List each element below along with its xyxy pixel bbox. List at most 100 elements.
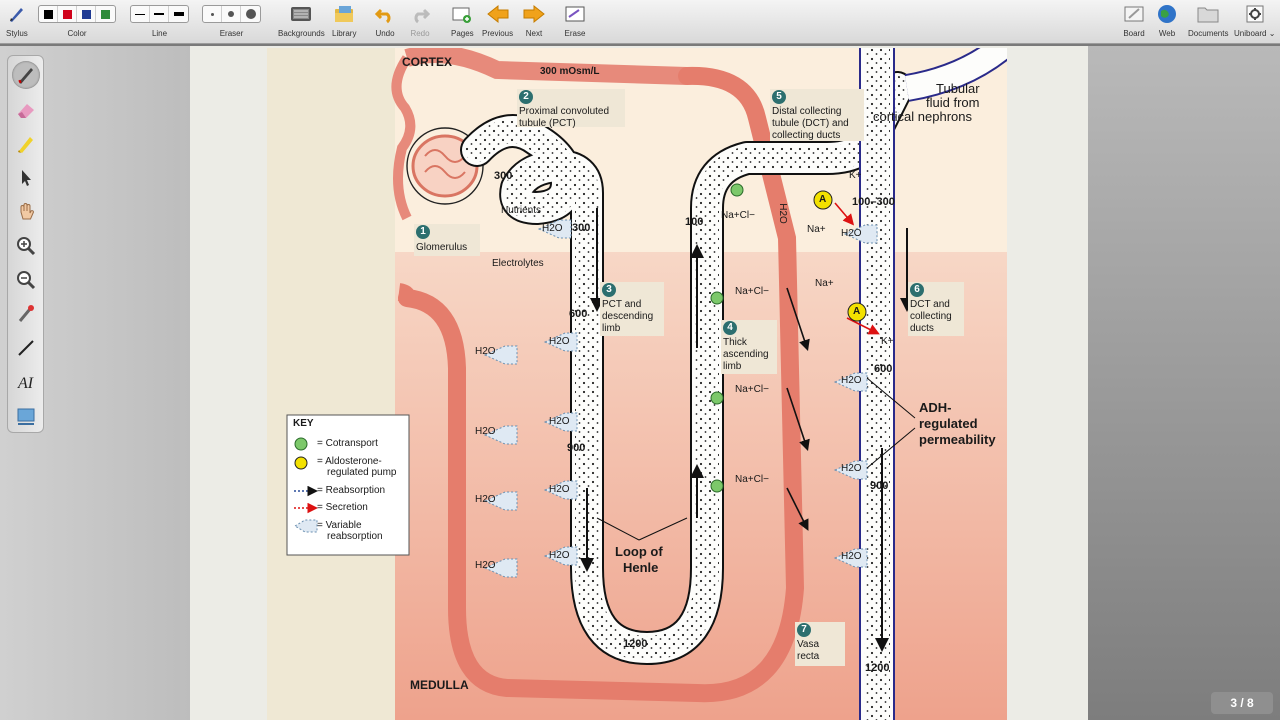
eraser-medium-option[interactable] <box>222 6 241 22</box>
adh-label-line1: ADH- <box>919 400 952 415</box>
color-green-swatch[interactable] <box>96 6 115 22</box>
step-1-label: 1 Glomerulus <box>414 224 480 256</box>
key-secretion: = Secretion <box>317 502 368 513</box>
highlighter-tool[interactable] <box>12 130 40 158</box>
h2o-dct-vertical: H2O <box>776 203 788 224</box>
board-label: Board <box>1123 29 1145 38</box>
osm-600-collecting: 600 <box>874 363 893 375</box>
undo-label: Undo <box>375 29 395 38</box>
undo-button[interactable]: Undo <box>375 2 395 38</box>
eraser-large-option[interactable] <box>241 6 260 22</box>
nacl-ascending-3: Na+Cl− <box>735 474 769 485</box>
tool-palette: AI <box>7 55 44 433</box>
line-label: Line <box>151 29 168 38</box>
step-6-label: 6 DCT and collecting ducts <box>908 282 964 336</box>
na-label-2: Na+ <box>815 278 834 289</box>
eraser-tool[interactable] <box>12 96 40 124</box>
library-icon <box>335 6 354 22</box>
next-button[interactable]: Next <box>522 2 546 38</box>
line-medium-option[interactable] <box>150 6 169 22</box>
step-2-number: 2 <box>519 90 533 104</box>
eraser-size-picker[interactable]: Eraser <box>202 2 261 38</box>
arrow-left-icon <box>486 4 509 24</box>
color-red-swatch[interactable] <box>58 6 77 22</box>
hand-icon <box>20 203 35 220</box>
erase-button[interactable]: Erase <box>564 2 586 38</box>
color-black-swatch[interactable] <box>39 6 58 22</box>
key-pump-line1: = Aldosterone- <box>317 456 382 467</box>
text-tool[interactable]: AI <box>12 368 40 396</box>
page-indicator: 3 / 8 <box>1211 692 1273 714</box>
board-button[interactable]: Board <box>1123 2 1145 38</box>
key-pump-line2: regulated pump <box>327 467 397 478</box>
laser-pointer-tool[interactable] <box>12 300 40 328</box>
uniboard-menu-button[interactable]: Uniboard ⌄ <box>1234 2 1275 38</box>
line-width-picker[interactable]: Line <box>130 2 189 38</box>
osm-900-collecting: 900 <box>870 480 889 492</box>
library-button[interactable]: Library <box>332 2 356 38</box>
osm-900-descending: 900 <box>567 442 586 454</box>
erase-page-icon <box>565 6 585 22</box>
stylus-icon <box>9 8 23 22</box>
stylus-button[interactable]: Stylus <box>6 2 28 38</box>
key-cotransport: = Cotransport <box>317 438 378 449</box>
zoom-in-tool[interactable] <box>12 232 40 260</box>
cortex-label: CORTEX <box>402 55 453 69</box>
documents-button[interactable]: Documents <box>1188 2 1228 38</box>
redo-label: Redo <box>410 29 430 38</box>
key-variable-line2: reabsorption <box>327 531 383 542</box>
h2o-limb-2: H2O <box>549 416 570 427</box>
osm-100-300-dct: 100–300 <box>852 196 895 208</box>
text-icon: AI <box>17 375 34 392</box>
tubular-fluid-line2: fluid from <box>926 95 980 110</box>
highlighter-icon <box>18 137 33 153</box>
zoom-in-icon <box>17 237 36 256</box>
screen-capture-icon <box>17 408 35 425</box>
nacl-ascending-2: Na+Cl− <box>735 384 769 395</box>
eraser-label: Eraser <box>219 29 244 38</box>
capture-tool[interactable] <box>12 402 40 430</box>
line-thick-option[interactable] <box>169 6 188 22</box>
erase-label: Erase <box>564 29 586 38</box>
pages-button[interactable]: Pages <box>451 2 474 38</box>
step-1-number: 1 <box>416 225 430 239</box>
loop-of-henle-line2: Henle <box>623 560 659 575</box>
eraser-small-option[interactable] <box>203 6 222 22</box>
h2o-duct-2: H2O <box>841 463 862 474</box>
board-background-right <box>1088 46 1280 720</box>
backgrounds-button[interactable]: Backgrounds <box>278 2 325 38</box>
line-thin-option[interactable] <box>131 6 150 22</box>
h2o-vasa-3: H2O <box>475 494 496 505</box>
pen-tool[interactable] <box>12 61 40 89</box>
previous-button[interactable]: Previous <box>482 2 513 38</box>
undo-icon <box>375 8 391 24</box>
web-label: Web <box>1158 29 1176 38</box>
line-tool[interactable] <box>12 334 40 362</box>
key-variable-line1: = Variable <box>317 520 362 531</box>
redo-button[interactable]: Redo <box>410 2 430 38</box>
documents-label: Documents <box>1188 29 1229 38</box>
zoom-out-tool[interactable] <box>12 266 40 294</box>
h2o-pct: H2O <box>542 223 563 234</box>
h2o-vasa-4: H2O <box>475 560 496 571</box>
globe-icon <box>1158 5 1176 23</box>
board-page: CORTEX MEDULLA 300 mOsm/L 1 Glomerulus 2… <box>190 46 1088 720</box>
laser-pointer-icon <box>18 305 34 322</box>
pages-label: Pages <box>451 29 474 38</box>
nacl-ascending-1: Na+Cl− <box>735 286 769 297</box>
step-3-label: 3 PCT and descending limb <box>600 282 664 336</box>
color-blue-swatch[interactable] <box>77 6 96 22</box>
web-button[interactable]: Web <box>1157 2 1177 38</box>
step-2-label: 2 Proximal convoluted tubule (PCT) <box>517 89 625 129</box>
hand-tool[interactable] <box>12 198 40 226</box>
h2o-limb-3: H2O <box>549 484 570 495</box>
k-label-2: K+ <box>881 336 894 347</box>
line-icon <box>18 340 34 356</box>
color-picker[interactable]: Color <box>38 2 116 38</box>
pointer-tool[interactable] <box>12 164 40 192</box>
osm-1200-collecting: 1200 <box>865 662 890 674</box>
h2o-limb-1: H2O <box>549 336 570 347</box>
step-5-number: 5 <box>772 90 786 104</box>
nacl-dct: Na+Cl− <box>721 210 755 221</box>
kidney-nephron-diagram: CORTEX MEDULLA 300 mOsm/L 1 Glomerulus 2… <box>267 48 1007 720</box>
